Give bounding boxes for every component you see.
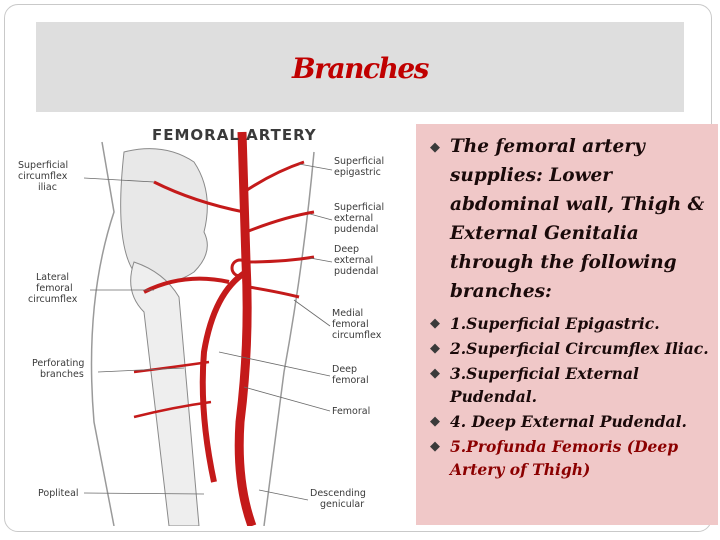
svg-text:Femoral: Femoral [332,406,370,417]
wingding-bullet-icon: ◆ [430,439,440,454]
lateral-femoral-circumflex-branch [143,276,230,294]
wingding-bullet-icon: ◆ [430,140,440,155]
label-lateral-femoral-circumflex: Lateral femoral circumflex [28,272,78,305]
svg-text:branches: branches [40,369,84,380]
leader-lines [83,163,333,501]
label-deep-external-pudendal: Deep external pudendal [334,244,378,277]
superficial-epigastric-branch [243,160,305,194]
list-item: ◆5.Profunda Femoris (Deep Artery of Thig… [430,437,679,479]
svg-text:epigastric: epigastric [334,167,381,178]
label-popliteal: Popliteal [38,488,79,499]
wingding-bullet-icon: ◆ [430,414,440,429]
diagram-title: FEMORAL ARTERY [152,126,317,144]
label-superficial-external-pudendal: Superficial external pudendal [334,202,384,235]
wingding-bullet-icon: ◆ [430,366,440,381]
thigh-outline-right [263,151,315,526]
label-deep-femoral: Deep femoral [332,364,369,386]
svg-text:Descending: Descending [310,488,366,499]
deep-external-pudendal-branch [245,255,315,264]
branch-list: ◆1.Superficial Epigastric. ◆2.Superficia… [430,312,710,481]
svg-text:femoral: femoral [332,375,369,386]
svg-text:Superficial: Superficial [18,160,68,171]
svg-text:genicular: genicular [320,499,364,510]
svg-text:pudendal: pudendal [334,266,378,277]
label-perforating-branches: Perforating branches [32,358,84,380]
medial-femoral-circumflex-branch [248,285,300,299]
label-superficial-epigastric: Superficial epigastric [334,156,384,178]
list-item: ◆3.Superficial External Pudendal. [430,364,639,406]
svg-text:Perforating: Perforating [32,358,84,369]
label-femoral: Femoral [332,406,370,417]
svg-text:Deep: Deep [334,244,359,255]
svg-text:external: external [334,213,373,224]
list-item: ◆4. Deep External Pudendal. [430,412,687,431]
svg-text:Deep: Deep [332,364,357,375]
list-item: ◆1.Superficial Epigastric. [430,314,660,333]
svg-text:Superficial: Superficial [334,202,384,213]
thigh-outline-left [90,141,115,526]
perforating-branch-2 [133,400,212,419]
deep-femoral-branch [199,269,248,483]
svg-text:Lateral: Lateral [36,272,69,283]
label-descending-genicular: Descending genicular [310,488,366,510]
svg-text:femoral: femoral [332,319,369,330]
superficial-external-pudendal-branch [245,210,315,234]
list-item: ◆2.Superficial Circumflex Iliac. [430,339,709,358]
wingding-bullet-icon: ◆ [430,316,440,331]
svg-text:external: external [334,255,373,266]
wingding-bullet-icon: ◆ [430,341,440,356]
title-band [36,22,684,112]
superficial-circumflex-iliac-branch [153,180,245,214]
femoral-artery-trunk [234,131,257,526]
label-medial-femoral-circumflex: Medial femoral circumflex [332,308,382,341]
svg-text:circumflex: circumflex [18,171,68,182]
pelvis-bone [120,148,208,283]
label-superficial-circumflex-iliac: Superficial circumflex iliac [18,160,68,193]
femur-bone [130,261,200,526]
text-panel: ◆ The femoral artery supplies: Lower abd… [416,124,718,525]
perforating-branch-1 [133,360,210,374]
svg-text:femoral: femoral [36,283,73,294]
femoral-artery-diagram: FEMORAL ARTERY Superficial circumflex il… [14,122,414,526]
svg-text:Superficial: Superficial [334,156,384,167]
svg-text:pudendal: pudendal [334,224,378,235]
intro-text: The femoral artery supplies: Lower abdom… [450,136,705,302]
slide-title: Branches [292,52,429,85]
artery-loop [230,258,250,278]
svg-text:circumflex: circumflex [28,294,78,305]
diagram-svg: FEMORAL ARTERY Superficial circumflex il… [18,126,384,526]
intro-paragraph: ◆ The femoral artery supplies: Lower abd… [430,132,710,306]
svg-text:Popliteal: Popliteal [38,488,79,499]
svg-text:iliac: iliac [38,182,57,193]
svg-text:circumflex: circumflex [332,330,382,341]
svg-text:Medial: Medial [332,308,363,319]
